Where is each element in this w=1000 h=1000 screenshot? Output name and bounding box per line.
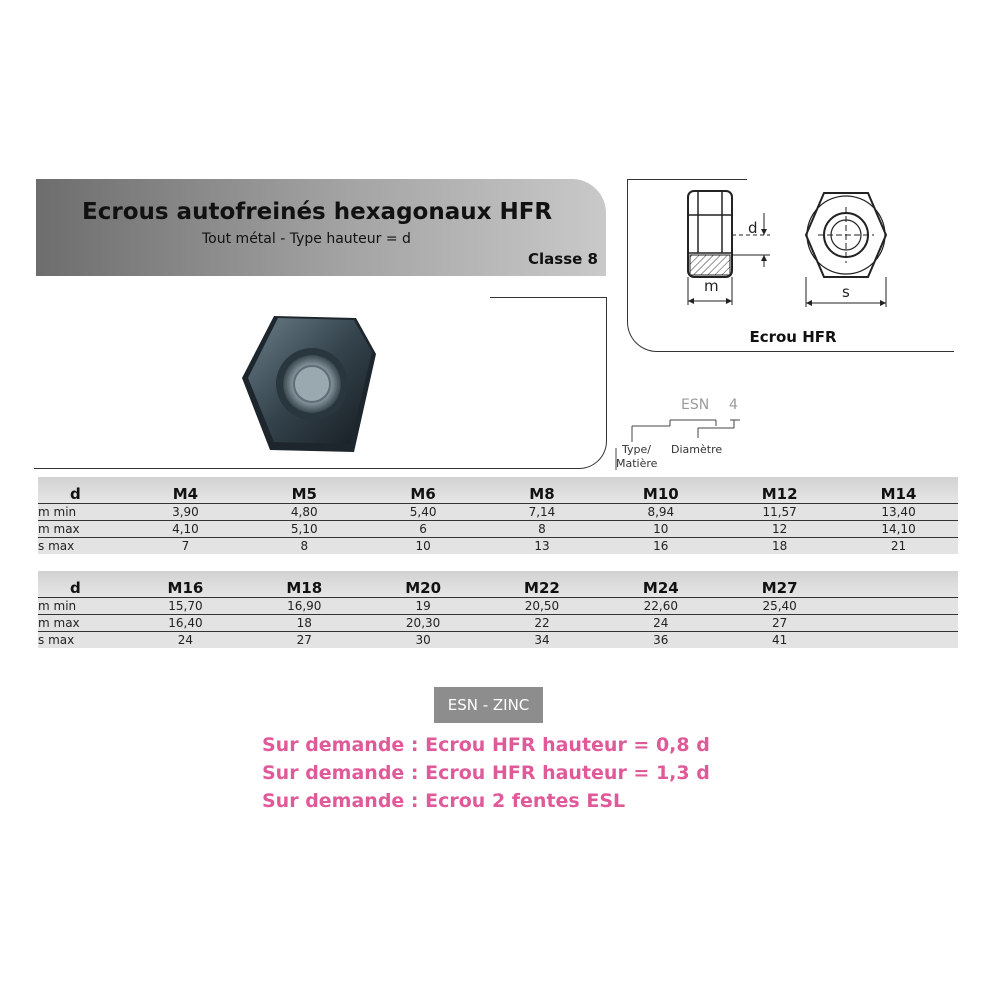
row-label: m max	[38, 614, 126, 632]
header-cell: d	[38, 571, 126, 598]
row-label: m max	[38, 520, 126, 538]
table-cell: 18	[720, 537, 840, 554]
table-row: s max 24 27 30 34 36 41	[38, 631, 958, 648]
drawing-frame-top-line	[627, 179, 747, 180]
table-cell: 41	[720, 631, 840, 648]
dim-m-label: m	[704, 277, 719, 295]
header-cell: M4	[126, 477, 245, 504]
table-cell: 13,40	[839, 503, 958, 521]
header-band: Ecrous autofreinés hexagonaux HFR Tout m…	[36, 179, 606, 276]
page-subtitle: Tout métal - Type hauteur = d	[202, 231, 411, 247]
table-cell: 16,40	[126, 614, 245, 632]
table-cell: 22,60	[601, 597, 721, 615]
dimension-table-1: d M4 M5 M6 M8 M10 M12 M14 m min 3,90 4,8…	[38, 477, 958, 554]
header-cell: M22	[482, 571, 602, 598]
drawing-caption: Ecrou HFR	[749, 328, 837, 346]
table-row: m max 16,40 18 20,30 22 24 27	[38, 614, 958, 632]
designation-type-label-2: Matière	[616, 457, 658, 470]
note-line: Sur demande : Ecrou HFR hauteur = 1,3 d	[262, 762, 710, 784]
header-cell: M6	[363, 477, 483, 504]
drawing-frame	[627, 179, 954, 352]
header-cell	[839, 571, 958, 598]
finish-badge: ESN - ZINC	[434, 687, 543, 723]
table-row: s max 7 8 10 13 16 18 21	[38, 537, 958, 554]
photo-frame	[34, 297, 607, 469]
header-cell: M18	[244, 571, 364, 598]
designation-diameter-label: Diamètre	[671, 443, 723, 456]
class-label: Classe 8	[528, 250, 598, 268]
header-cell: M24	[601, 571, 721, 598]
table-cell	[839, 597, 958, 615]
row-label: m min	[38, 503, 126, 521]
dimension-table-2: d M16 M18 M20 M22 M24 M27 m min 15,70 16…	[38, 571, 958, 648]
table-cell: 3,90	[126, 503, 245, 521]
table-header-row: d M16 M18 M20 M22 M24 M27	[38, 571, 958, 598]
table-cell: 5,10	[244, 520, 364, 538]
header-cell: M16	[126, 571, 245, 598]
hex-nut-photo	[242, 316, 376, 452]
table-row: m max 4,10 5,10 6 8 10 12 14,10	[38, 520, 958, 538]
table-cell: 16	[601, 537, 721, 554]
designation-code: ESN	[681, 397, 710, 413]
header-cell: M5	[244, 477, 364, 504]
table-row: m min 15,70 16,90 19 20,50 22,60 25,40	[38, 597, 958, 615]
table-cell: 13	[482, 537, 602, 554]
page-title: Ecrous autofreinés hexagonaux HFR	[82, 199, 553, 225]
table-row: m min 3,90 4,80 5,40 7,14 8,94 11,57 13,…	[38, 503, 958, 521]
header-cell: M14	[839, 477, 958, 504]
table-cell: 12	[720, 520, 840, 538]
table-cell: 14,10	[839, 520, 958, 538]
table-cell: 20,30	[363, 614, 483, 632]
header-cell: M20	[363, 571, 483, 598]
table-cell: 8	[482, 520, 602, 538]
row-label: m min	[38, 597, 126, 615]
table-cell: 25,40	[720, 597, 840, 615]
table-cell: 27	[244, 631, 364, 648]
table-cell: 20,50	[482, 597, 602, 615]
table-cell: 18	[244, 614, 364, 632]
row-label: s max	[38, 537, 126, 554]
table-cell: 30	[363, 631, 483, 648]
note-line: Sur demande : Ecrou HFR hauteur = 0,8 d	[262, 734, 710, 756]
table-cell	[839, 631, 958, 648]
table-cell: 10	[363, 537, 483, 554]
header-cell: M10	[601, 477, 721, 504]
designation-brackets	[615, 419, 740, 470]
table-cell: 34	[482, 631, 602, 648]
nut-technical-drawing	[687, 190, 888, 307]
header-cell: M27	[720, 571, 840, 598]
table-cell: 11,57	[720, 503, 840, 521]
designation-type-label-1: Type/	[622, 443, 651, 456]
header-cell: d	[38, 477, 126, 504]
table-cell: 21	[839, 537, 958, 554]
note-line: Sur demande : Ecrou 2 fentes ESL	[262, 790, 626, 812]
table-cell: 24	[601, 614, 721, 632]
table-cell: 6	[363, 520, 483, 538]
table-cell: 16,90	[244, 597, 364, 615]
table-cell: 4,80	[244, 503, 364, 521]
dim-s-label: s	[842, 283, 850, 301]
table-cell: 7	[126, 537, 245, 554]
table-cell: 22	[482, 614, 602, 632]
table-cell: 8	[244, 537, 364, 554]
header-cell: M8	[482, 477, 602, 504]
table-cell: 24	[126, 631, 245, 648]
designation-size: 4	[729, 397, 738, 413]
table-cell: 10	[601, 520, 721, 538]
table-cell: 19	[363, 597, 483, 615]
photo-frame-top-line	[490, 297, 606, 298]
header-cell: M12	[720, 477, 840, 504]
table-cell: 7,14	[482, 503, 602, 521]
table-cell: 4,10	[126, 520, 245, 538]
table-cell: 15,70	[126, 597, 245, 615]
table-header-row: d M4 M5 M6 M8 M10 M12 M14	[38, 477, 958, 504]
table-cell: 36	[601, 631, 721, 648]
table-cell	[839, 614, 958, 632]
table-cell: 27	[720, 614, 840, 632]
table-cell: 8,94	[601, 503, 721, 521]
row-label: s max	[38, 631, 126, 648]
dim-d-label: d	[748, 219, 758, 237]
table-cell: 5,40	[363, 503, 483, 521]
